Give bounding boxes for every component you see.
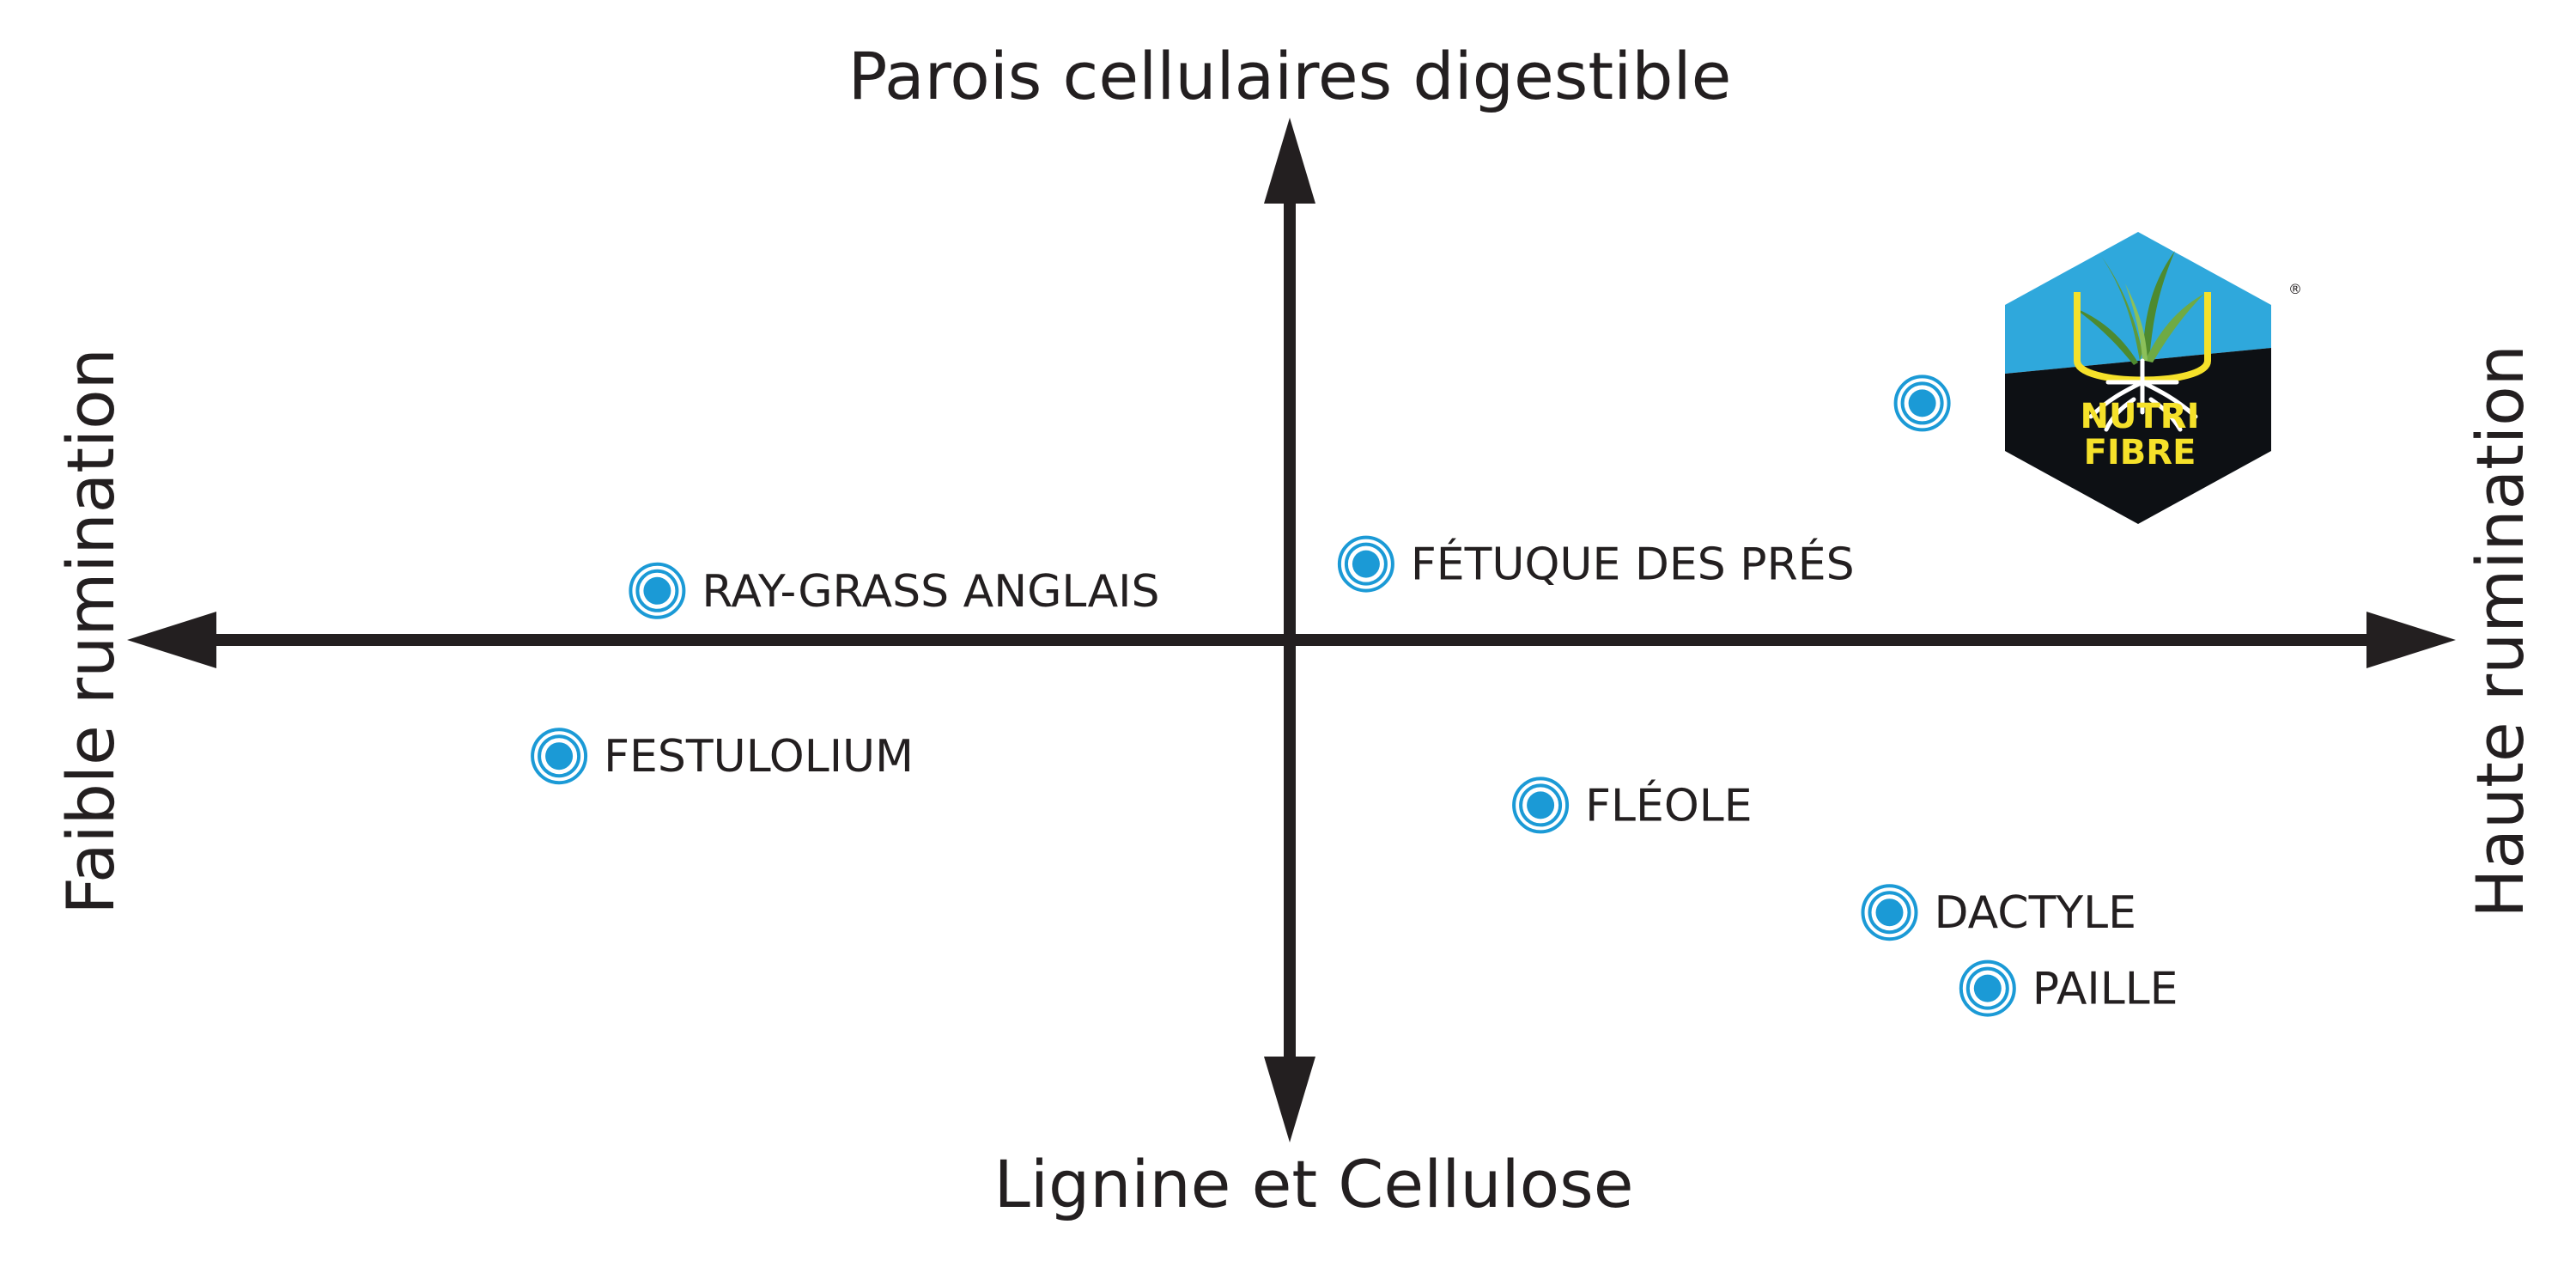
arrow-right-icon — [2366, 612, 2456, 668]
marker-dot — [1908, 389, 1936, 417]
marker-inner-ring — [538, 734, 581, 778]
marker-outer-ring — [1861, 884, 1918, 941]
axes — [127, 118, 2456, 1142]
point-label-fetuque-des-pres: FÉTUQUE DES PRÉS — [1411, 539, 1855, 591]
marker-dot — [545, 742, 574, 771]
marker-outer-ring — [1893, 375, 1951, 432]
marker-dot — [643, 576, 671, 605]
point-label-festulolium: FESTULOLIUM — [604, 731, 914, 783]
points-layer: RAY-GRASS ANGLAIS FÉTUQUE DES PRÉS FESTULO… — [531, 375, 2178, 1017]
marker-inner-ring — [1900, 381, 1944, 425]
data-point-festulolium: FESTULOLIUM — [531, 728, 914, 785]
logo-frame — [2074, 292, 2211, 361]
marker-outer-ring — [1337, 535, 1394, 593]
marker-inner-ring — [1965, 966, 2009, 1010]
logo-text-line1: NUTRI — [2081, 397, 2200, 436]
marker-inner-ring — [635, 569, 679, 612]
logo-text-line2: FIBRE — [2084, 433, 2196, 472]
marker-outer-ring — [1959, 959, 2016, 1017]
point-label-ray-grass-anglais: RAY-GRASS ANGLAIS — [702, 566, 1159, 618]
registered-mark: ® — [2288, 281, 2302, 297]
logo-hexagon-bottom — [2005, 348, 2271, 524]
marker-dot — [1875, 898, 1904, 927]
arrow-up-icon — [1264, 118, 1315, 204]
marker-dot — [1527, 791, 1555, 819]
arrow-left-icon — [127, 612, 216, 668]
marker-outer-ring — [629, 562, 686, 619]
marker-inner-ring — [1868, 891, 1911, 935]
data-point-dactyle: DACTYLE — [1861, 884, 2136, 941]
marker-inner-ring — [1519, 783, 1563, 827]
marker-inner-ring — [1344, 542, 1388, 586]
roots-icon — [2088, 358, 2198, 432]
data-point-fleole: FLÉOLE — [1512, 777, 1753, 834]
axis-title-left: Faible rumination — [52, 348, 129, 915]
marker-outer-ring — [531, 728, 588, 785]
marker-dot — [1973, 974, 2002, 1002]
axis-title-bottom: Lignine et Cellulose — [994, 1146, 1634, 1222]
data-point-paille: PAILLE — [1959, 959, 2178, 1017]
arrow-down-icon — [1264, 1057, 1315, 1142]
data-point-ray-grass-anglais: RAY-GRASS ANGLAIS — [629, 562, 1160, 619]
marker-outer-ring — [1512, 777, 1570, 834]
data-point-fetuque-des-pres: FÉTUQUE DES PRÉS — [1337, 535, 1855, 593]
axis-title-right: Haute rumination — [2462, 344, 2538, 918]
nutri-fibre-logo: NUTRI FIBRE ® — [2005, 232, 2302, 524]
point-label-dactyle: DACTYLE — [1935, 887, 2136, 939]
axis-title-top: Parois cellulaires digestible — [848, 38, 1732, 114]
marker-dot — [1352, 550, 1380, 578]
point-label-paille: PAILLE — [2032, 964, 2178, 1015]
plant-icon — [2074, 251, 2204, 365]
point-label-fleole: FLÉOLE — [1585, 779, 1753, 831]
data-point-nutri-fibre — [1893, 375, 1951, 432]
